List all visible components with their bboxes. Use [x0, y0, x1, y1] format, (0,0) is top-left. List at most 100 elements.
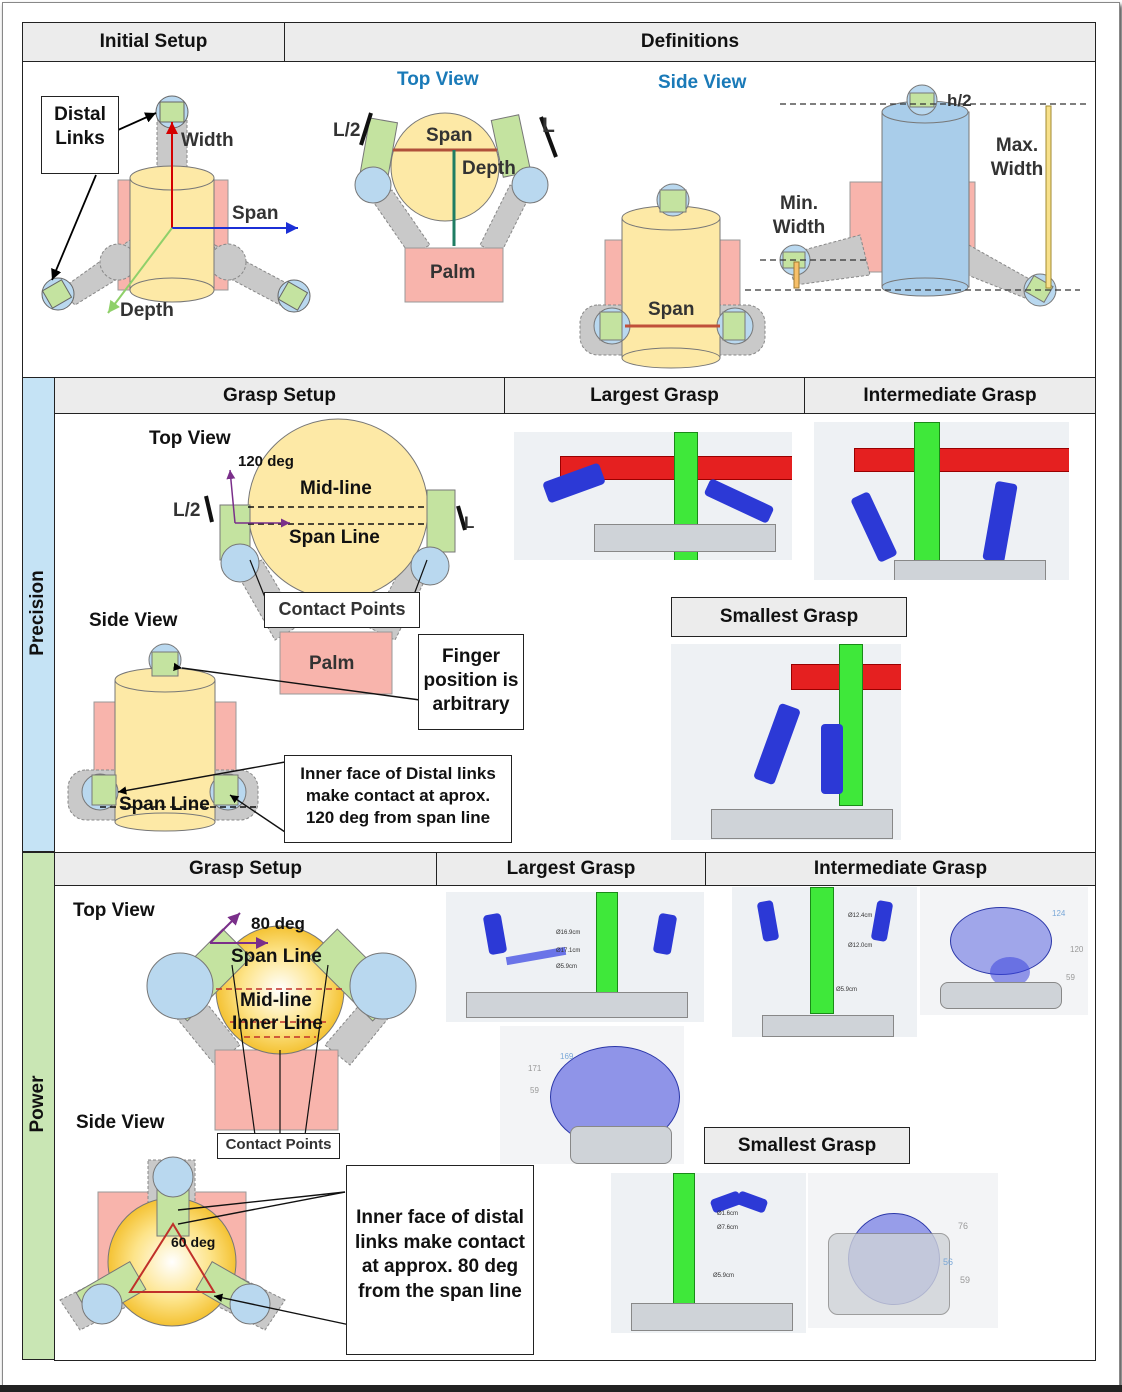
- power-smallest-grasp-render: Ø1.6cm Ø7.6cm Ø5.9cm: [611, 1173, 806, 1333]
- dim-label: Ø17.1cm: [556, 948, 581, 954]
- distal-links-line-1: Distal: [54, 104, 106, 125]
- header-definitions: Definitions: [284, 22, 1096, 62]
- power-top-view-title: Top View: [73, 900, 155, 921]
- def-min-width-label: Min. Width: [770, 192, 828, 240]
- power-largest-grasp-render: Ø16.9cm Ø17.1cm Ø5.9cm: [446, 892, 704, 1022]
- def-side-span-label: Span: [648, 299, 695, 320]
- header-power-smallest-grasp: Smallest Grasp: [704, 1127, 910, 1164]
- power-band: [22, 852, 55, 1360]
- dim-label: Ø5.9cm: [836, 987, 858, 993]
- ruler-green: [673, 1173, 695, 1315]
- finger-link: [870, 899, 894, 943]
- header-precision-grasp-setup: Grasp Setup: [54, 377, 505, 414]
- precision-palm-label: Palm: [309, 653, 355, 674]
- def-max-width-label: Max. Width: [988, 134, 1046, 182]
- ruler-green: [914, 422, 940, 580]
- power-note-line-1: Inner face of distal: [356, 1207, 524, 1228]
- power-panel: [54, 885, 1096, 1361]
- hand-base: [631, 1303, 793, 1331]
- precision-smallest-grasp-render: [671, 644, 901, 840]
- def-top-view-title: Top View: [397, 69, 479, 90]
- finger-link: [752, 702, 802, 786]
- power-side-angle-label: 60 deg: [171, 1234, 216, 1250]
- finger-link: [756, 899, 780, 943]
- ruler-green: [810, 887, 834, 1014]
- iso-dim: 56: [943, 1257, 954, 1267]
- max-width-line-1: Max.: [995, 135, 1039, 156]
- power-row-label: Power: [27, 1075, 48, 1133]
- hand-base: [828, 1233, 950, 1315]
- power-inner-face-note: Inner face of distal links make contact …: [346, 1165, 534, 1355]
- iso-dim: 171: [528, 1064, 542, 1073]
- finger-link: [821, 724, 843, 794]
- def-l-label: L: [542, 114, 555, 137]
- power-note-line-4: from the span line: [358, 1280, 522, 1302]
- finger-position-note: Finger position is arbitrary: [418, 634, 524, 730]
- precision-span-line-label: Span Line: [289, 527, 380, 548]
- dim-label: Ø16.9cm: [556, 930, 581, 936]
- hand-base: [570, 1126, 672, 1164]
- distal-links-line-2: Links: [55, 128, 105, 149]
- hand-base: [466, 992, 688, 1018]
- precision-l-half-label: L/2: [173, 500, 201, 521]
- power-span-line-label: Span Line: [231, 946, 322, 967]
- dim-label: Ø12.0cm: [848, 943, 873, 949]
- iso-dim: 124: [1052, 909, 1066, 918]
- precision-side-span-line-label: Span Line: [119, 794, 210, 815]
- iso-dim: 59: [960, 1275, 971, 1285]
- hand-base: [711, 809, 893, 839]
- def-l-half-label: L/2: [333, 120, 361, 141]
- hand-base: [940, 982, 1062, 1009]
- hand-base: [594, 524, 776, 552]
- def-side-view-title: Side View: [658, 72, 747, 93]
- def-palm-label: Palm: [430, 262, 476, 283]
- width-label: Width: [181, 130, 234, 151]
- min-width-line-1: Min.: [780, 193, 818, 214]
- def-h-half-label: h/2: [947, 91, 972, 110]
- power-inner-line-label: Inner Line: [232, 1013, 323, 1034]
- iso-dim: 169: [560, 1052, 574, 1061]
- ruler-green: [596, 892, 618, 1004]
- header-precision-largest-grasp: Largest Grasp: [504, 377, 805, 414]
- inner-face-line-1: Inner face of Distal links: [300, 764, 496, 783]
- power-intermediate-iso-render: 124 120 59: [920, 887, 1088, 1015]
- finger-note-line-1: Finger: [441, 646, 501, 667]
- precision-top-view-title: Top View: [149, 428, 231, 449]
- precision-contact-points-label: Contact Points: [264, 592, 420, 628]
- header-power-largest-grasp: Largest Grasp: [436, 852, 706, 886]
- precision-mid-line-label: Mid-line: [300, 478, 372, 499]
- precision-intermediate-grasp-render: [814, 422, 1069, 580]
- def-depth-label: Depth: [462, 158, 516, 179]
- inner-face-line-3: 120 deg from span line: [305, 808, 491, 827]
- dim-label: Ø1.6cm: [717, 1211, 739, 1217]
- power-intermediate-grasp-render: Ø12.4cm Ø12.0cm Ø5.9cm: [732, 887, 917, 1037]
- header-initial-setup: Initial Setup: [22, 22, 285, 62]
- hand-base: [762, 1015, 894, 1037]
- power-largest-iso-render: 169 171 59: [500, 1026, 684, 1164]
- finger-link: [982, 480, 1018, 564]
- finger-link: [482, 912, 508, 956]
- header-precision-smallest-grasp: Smallest Grasp: [671, 597, 907, 637]
- power-note-line-3: at approx. 80 deg: [361, 1256, 519, 1277]
- finger-link: [703, 478, 775, 524]
- power-contact-points-label: Contact Points: [217, 1133, 340, 1159]
- power-mid-line-label: Mid-line: [240, 990, 312, 1011]
- header-power-intermediate-grasp: Intermediate Grasp: [705, 852, 1096, 886]
- finger-link: [735, 1190, 769, 1214]
- precision-row-label: Precision: [27, 570, 48, 656]
- iso-dim: 59: [1066, 973, 1075, 982]
- dim-label: Ø5.9cm: [556, 964, 578, 970]
- distal-links-label: Distal Links: [41, 96, 119, 174]
- precision-inner-face-note: Inner face of Distal links make contact …: [284, 755, 512, 843]
- iso-dim: 59: [530, 1086, 539, 1095]
- span-label: Span: [232, 203, 279, 224]
- header-precision-intermediate-grasp: Intermediate Grasp: [804, 377, 1096, 414]
- header-power-grasp-setup: Grasp Setup: [54, 852, 437, 886]
- ruler-red: [854, 448, 1069, 472]
- finger-link: [850, 491, 898, 563]
- precision-angle-label: 120 deg: [238, 453, 294, 470]
- dim-label: Ø7.6cm: [717, 1225, 739, 1231]
- iso-dim: 76: [958, 1221, 969, 1231]
- finger-note-line-3: arbitrary: [432, 694, 510, 715]
